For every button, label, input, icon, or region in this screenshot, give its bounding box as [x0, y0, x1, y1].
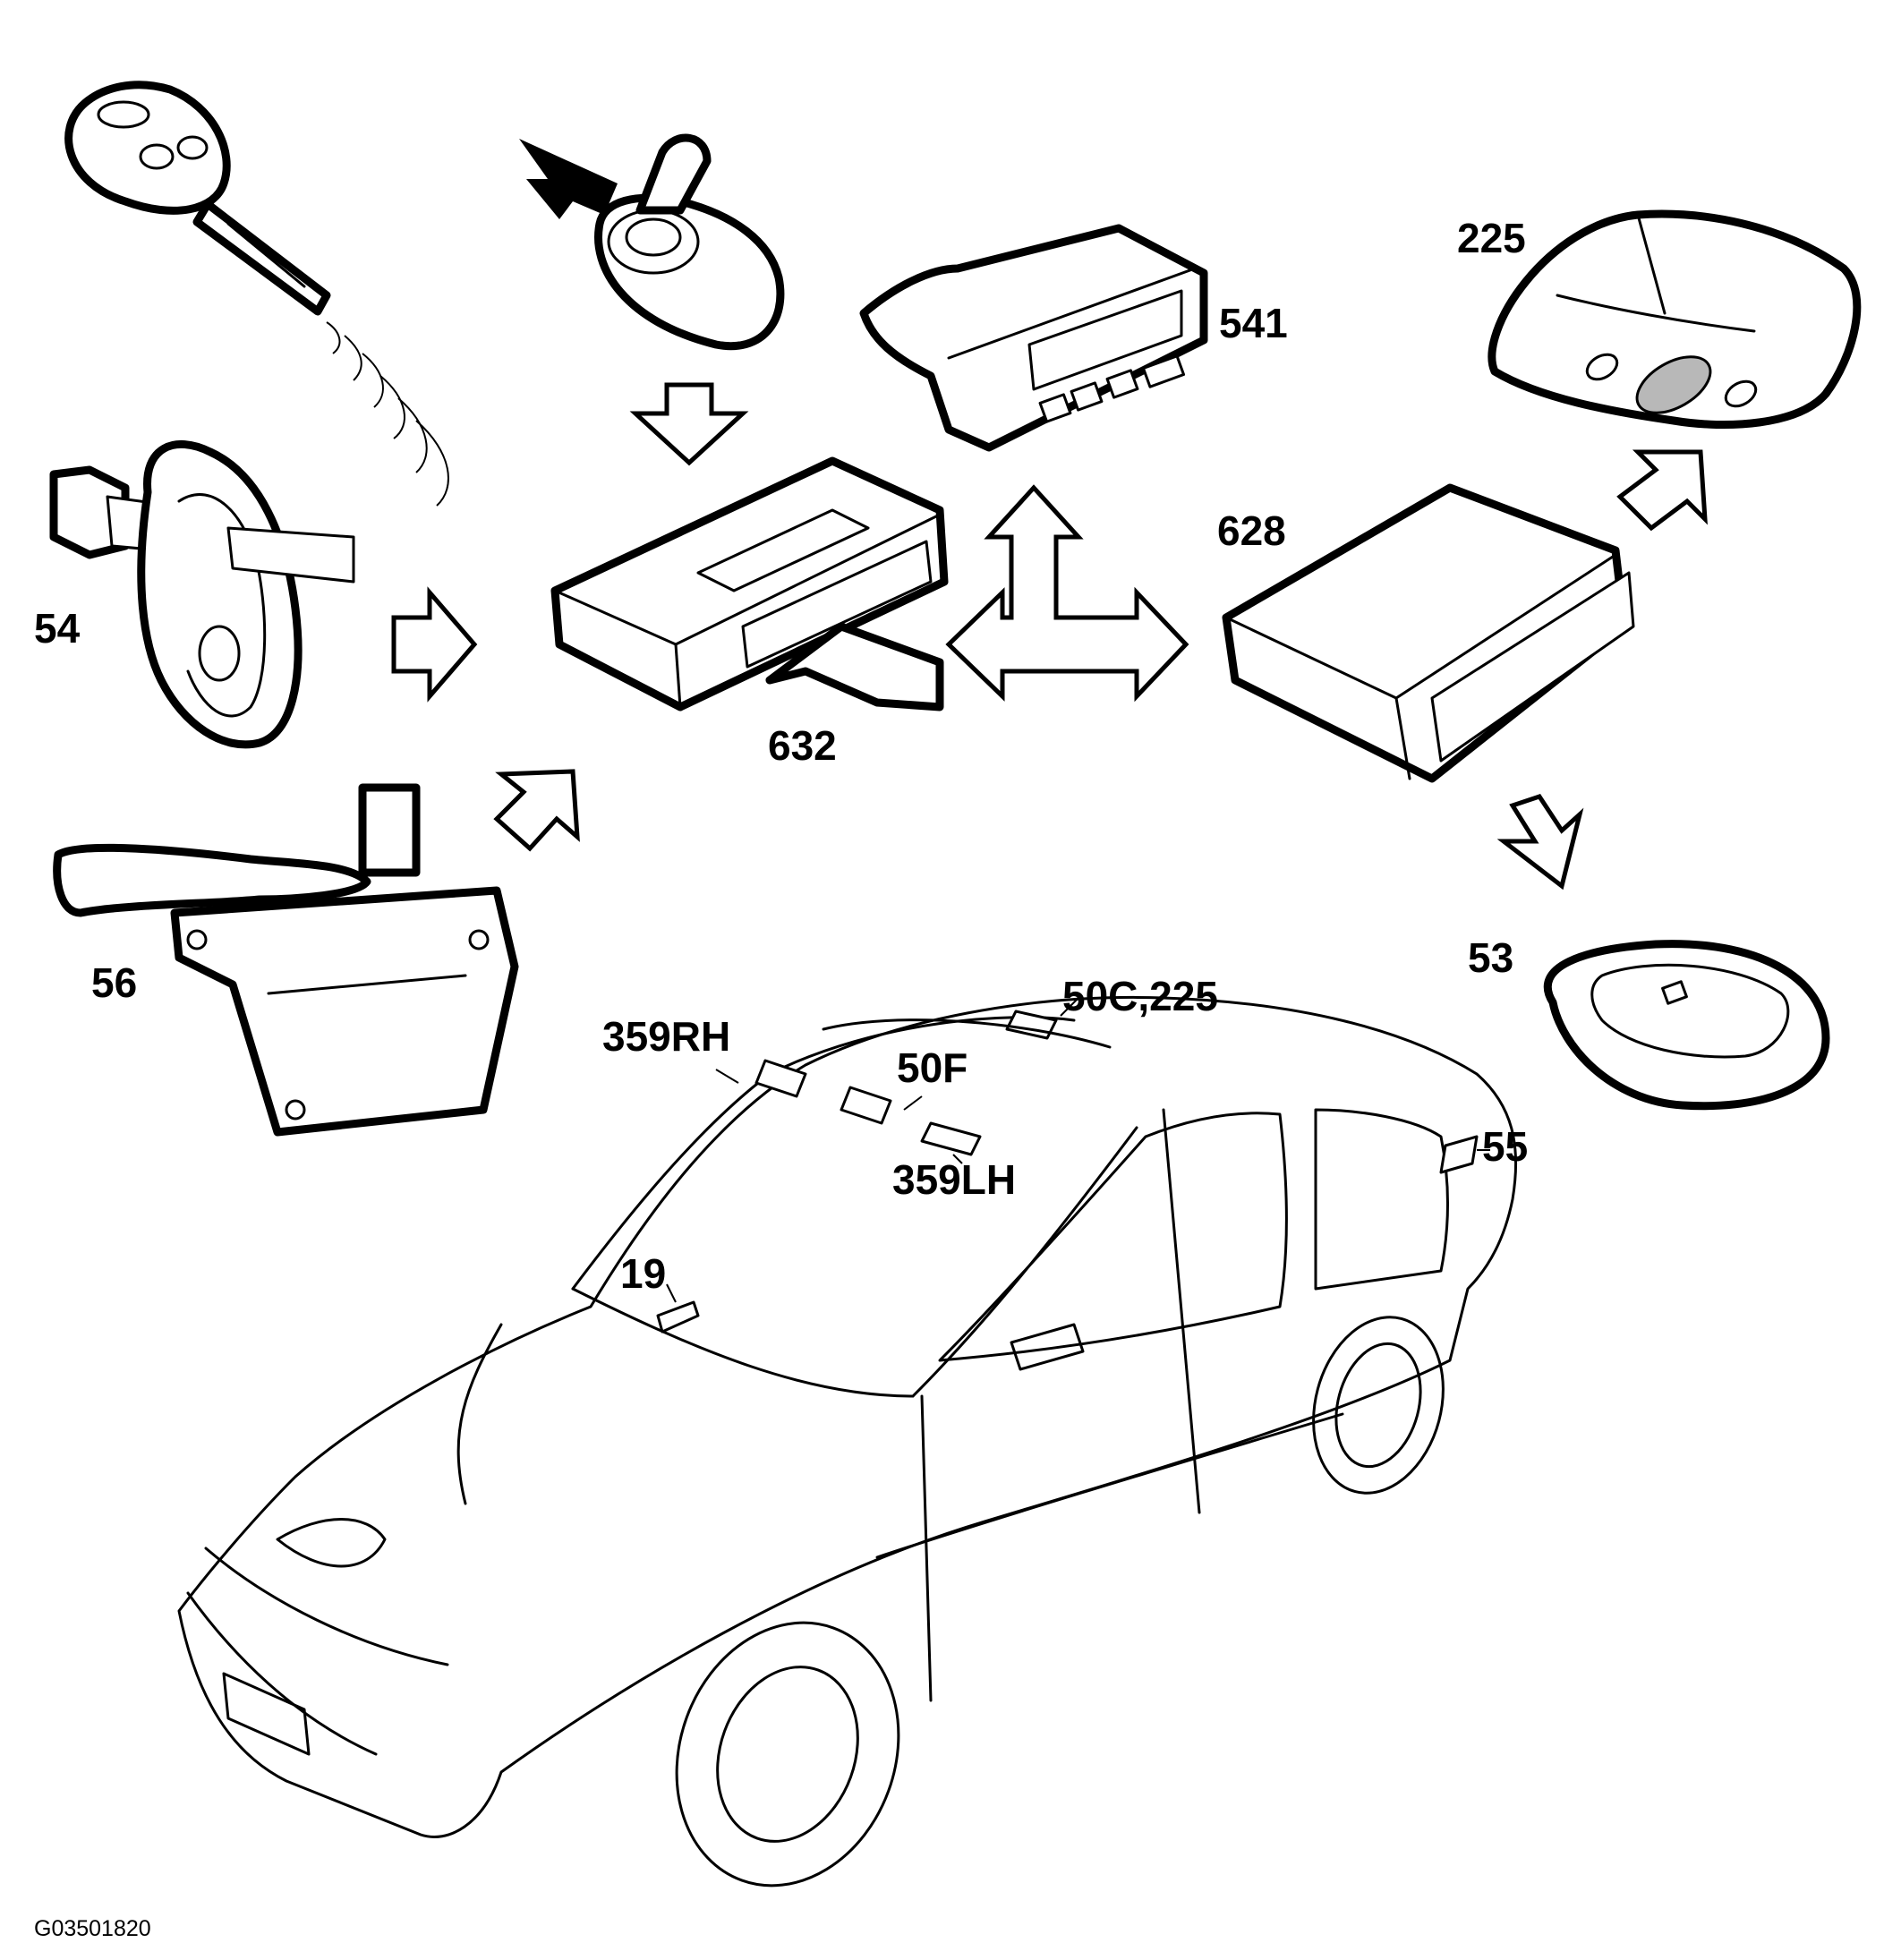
callout-50c-225-roof: 50C,225	[1062, 973, 1218, 1019]
callout-541-information-display: 541	[1219, 300, 1288, 346]
courtesy-light-53-illustration	[1543, 940, 1830, 1111]
alarm-control-module-632-illustration	[550, 456, 949, 712]
ignition-switch-illustration	[519, 133, 785, 351]
callout-56-hood-switch: 56	[91, 959, 138, 1006]
callout-632-alarm-control-module: 632	[768, 722, 837, 769]
door-switch-54-illustration	[49, 440, 355, 749]
interior-light-225-illustration	[1488, 209, 1862, 430]
hood-switch-56-illustration	[53, 783, 519, 1137]
callout-50f-sensor: 50F	[897, 1044, 968, 1091]
remote-key-fob-illustration	[64, 81, 449, 507]
car-outline-illustration	[177, 996, 1518, 1888]
callout-53-courtesy-light: 53	[1468, 934, 1514, 981]
callout-54-door-switch: 54	[34, 605, 81, 652]
signal-flow-arrows	[391, 382, 1708, 891]
callout-359rh-sensor: 359RH	[602, 1013, 731, 1060]
central-module-628-illustration	[1222, 483, 1635, 783]
figure-code: G03501820	[34, 1916, 151, 1941]
callout-359lh-sensor: 359LH	[892, 1156, 1017, 1203]
leader-lines	[666, 997, 1490, 1303]
information-display-541-illustration	[859, 224, 1208, 452]
callout-19-windshield-sensor: 19	[620, 1250, 667, 1297]
callout-225-interior-light: 225	[1457, 215, 1526, 261]
callout-628-central-module: 628	[1217, 507, 1286, 554]
callout-55-sensor: 55	[1482, 1123, 1529, 1170]
